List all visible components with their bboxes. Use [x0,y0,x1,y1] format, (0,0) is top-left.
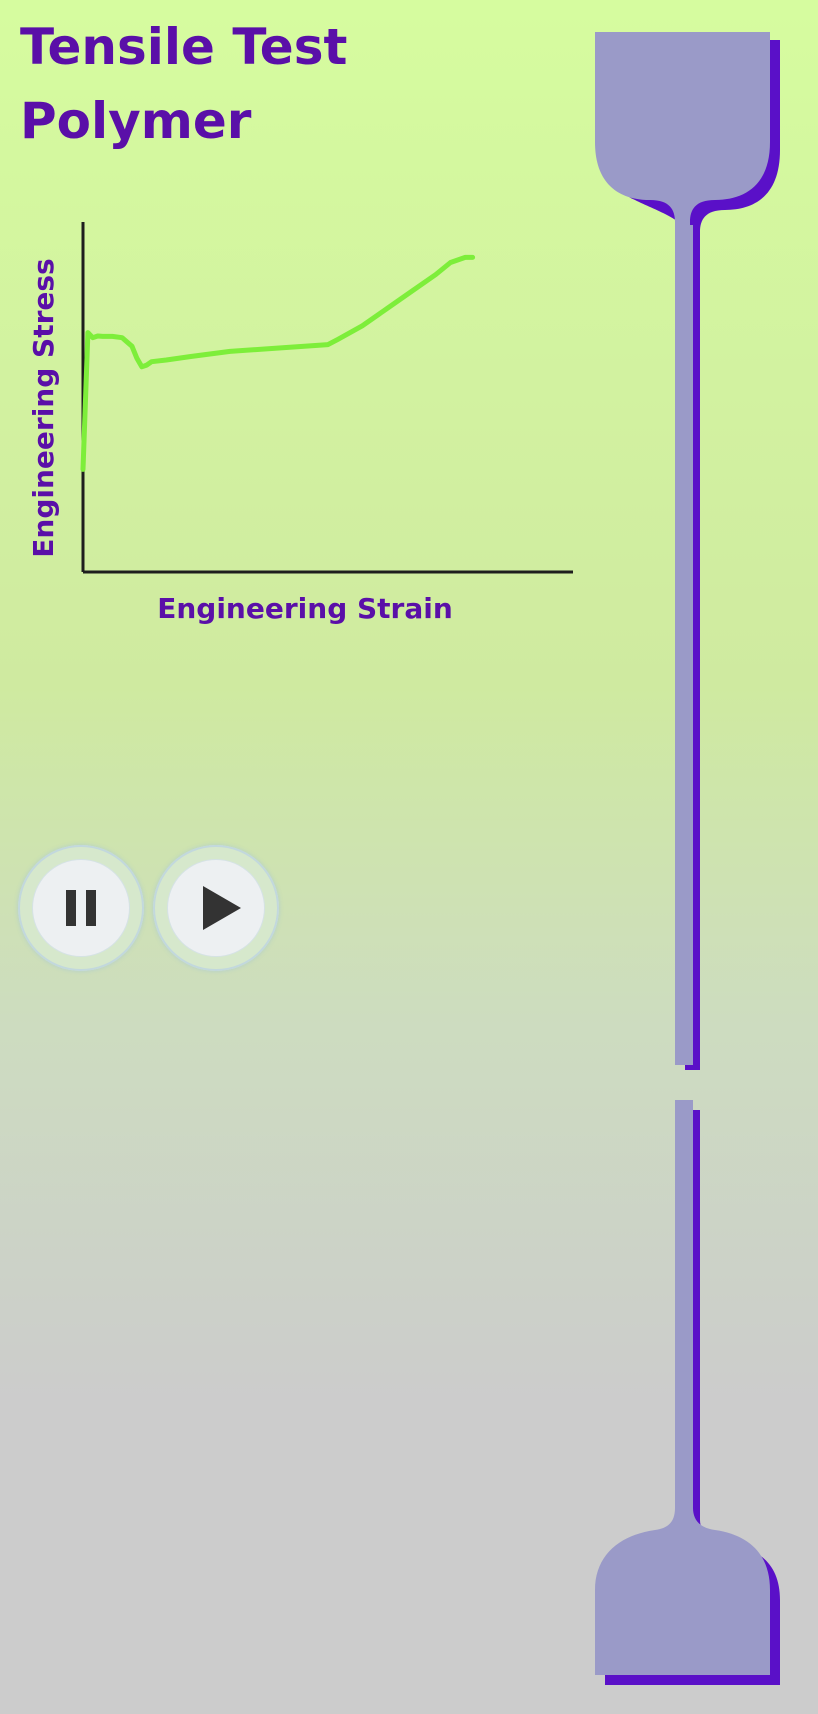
tensile-specimen [595,32,780,1685]
play-icon [203,886,241,930]
chart-axes [81,222,573,574]
page-title: Tensile Test Polymer [20,10,347,158]
chart-x-axis-label: Engineering Strain [157,592,453,625]
chart-y-axis-label: Engineering Stress [27,258,60,557]
play-button[interactable] [153,845,279,971]
stress-strain-chart: Engineering Strain Engineering Stress [27,222,573,625]
pause-button-face [33,860,129,956]
playback-controls [18,845,288,975]
pause-icon [66,890,96,926]
play-icon-triangle [203,886,241,930]
pause-button[interactable] [18,845,144,971]
play-button-face [168,860,264,956]
title-line-1: Tensile Test [20,18,348,76]
specimen-body [595,32,770,1675]
pause-icon-bar-right [86,890,96,926]
title-line-2: Polymer [20,92,252,150]
chart-series-line-0 [80,254,476,472]
chart-series [80,254,476,472]
pause-icon-bar-left [66,890,76,926]
